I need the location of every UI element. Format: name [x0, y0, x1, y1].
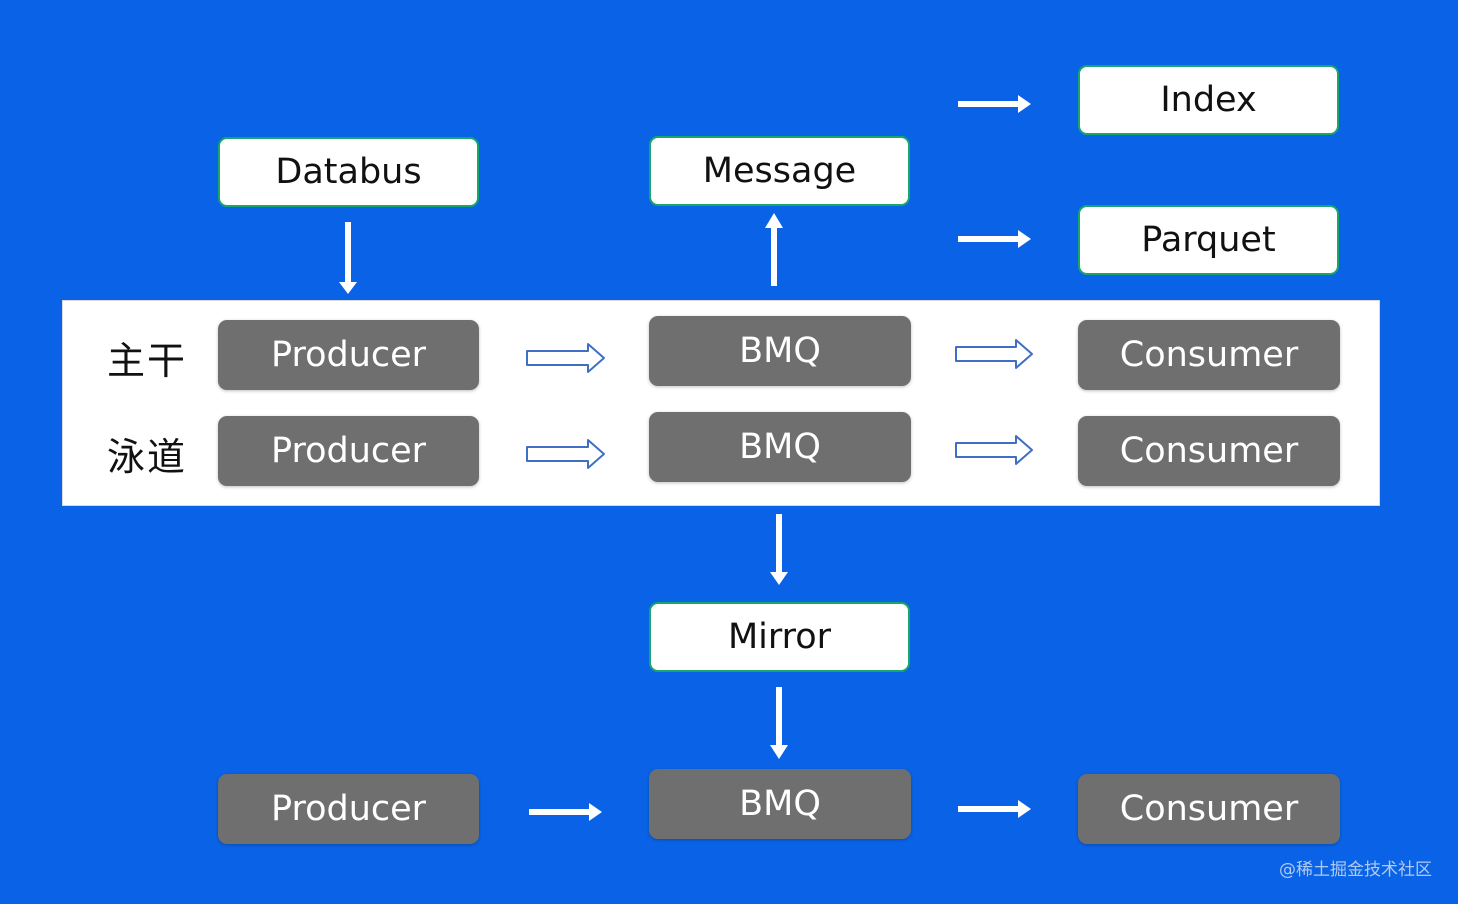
row-label-lane: 泳道: [107, 435, 188, 479]
arrow-to-parquet: [958, 230, 1031, 248]
bmq-box-bottom: BMQ: [649, 769, 911, 839]
bmq-label: BMQ: [739, 331, 821, 371]
arrow-to-index: [958, 95, 1031, 113]
index-box: Index: [1078, 65, 1339, 135]
parquet-label: Parquet: [1141, 220, 1276, 260]
parquet-box: Parquet: [1078, 205, 1339, 275]
consumer-label: Consumer: [1119, 789, 1299, 829]
arrow-bottom-bmq-to-consumer: [958, 800, 1031, 818]
arrow-mirror-to-bmq: [770, 687, 788, 759]
bmq-label: BMQ: [739, 784, 821, 824]
producer-label: Producer: [270, 431, 427, 471]
arrow-bottom-producer-to-bmq: [529, 803, 602, 821]
consumer-label: Consumer: [1119, 431, 1299, 471]
index-label: Index: [1160, 80, 1257, 120]
message-label: Message: [702, 151, 857, 191]
hollow-arrow-producer-to-bmq-lane: [526, 439, 605, 469]
message-box: Message: [649, 136, 910, 206]
arrow-databus-to-producer: [339, 222, 357, 294]
hollow-arrow-bmq-to-consumer-main: [955, 339, 1033, 369]
arrow-bmq-to-message: [765, 213, 783, 286]
producer-label: Producer: [270, 335, 427, 375]
row-label-main: 主干: [107, 339, 188, 383]
mirror-box: Mirror: [649, 602, 910, 672]
bmq-box-lane: BMQ: [649, 412, 911, 482]
producer-box-lane: Producer: [218, 416, 479, 486]
databus-box: Databus: [218, 137, 479, 207]
consumer-box-lane: Consumer: [1078, 416, 1340, 486]
hollow-arrow-producer-to-bmq-main: [526, 343, 605, 373]
consumer-box-bottom: Consumer: [1078, 774, 1340, 844]
consumer-label: Consumer: [1119, 335, 1299, 375]
bmq-label: BMQ: [739, 427, 821, 467]
consumer-box-main: Consumer: [1078, 320, 1340, 390]
producer-box-main: Producer: [218, 320, 479, 390]
producer-label: Producer: [270, 789, 427, 829]
hollow-arrow-bmq-to-consumer-lane: [955, 435, 1033, 465]
bmq-box-main: BMQ: [649, 316, 911, 386]
watermark: @稀土掘金技术社区: [1279, 860, 1432, 880]
mirror-label: Mirror: [727, 617, 832, 657]
databus-label: Databus: [275, 152, 422, 192]
arrow-panel-to-mirror: [770, 514, 788, 585]
producer-box-bottom: Producer: [218, 774, 479, 844]
